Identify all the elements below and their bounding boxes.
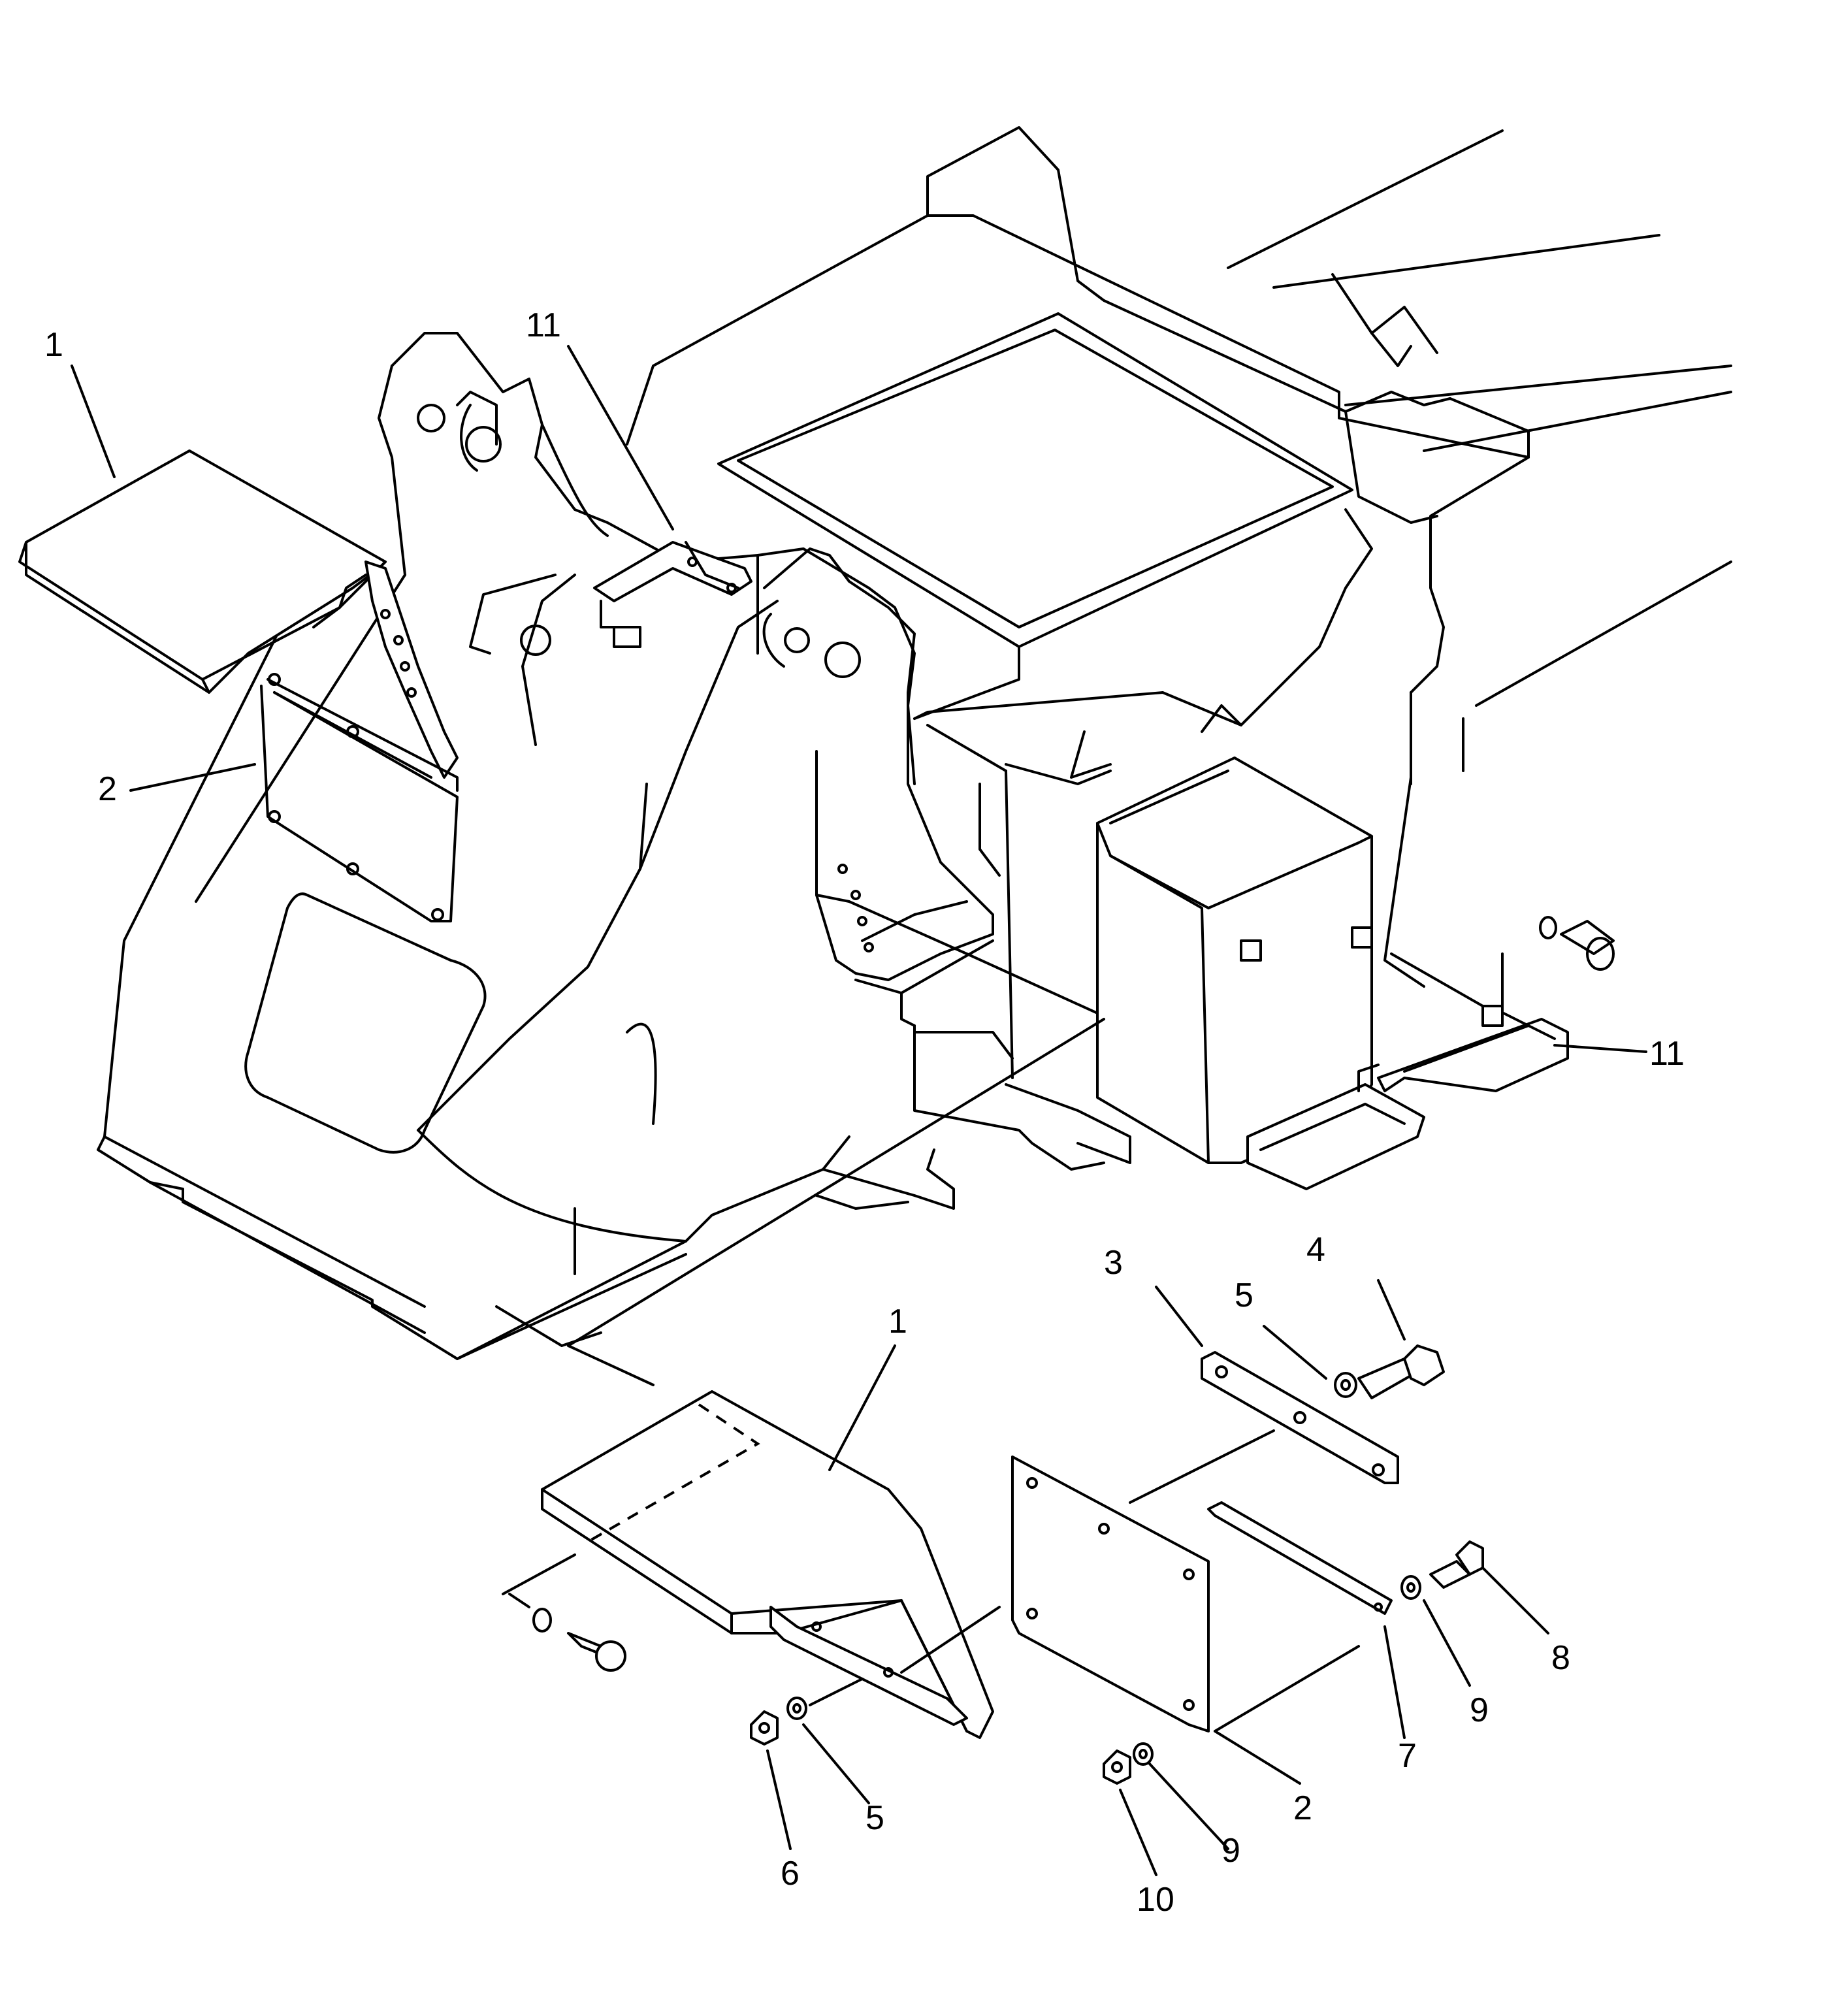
nut-10 bbox=[1103, 1749, 1131, 1785]
callout-6: 6 bbox=[781, 1855, 800, 1893]
bolt-4 bbox=[1357, 1344, 1445, 1399]
tool-box bbox=[1096, 756, 1425, 1190]
nut-6 bbox=[750, 1710, 779, 1746]
callout-1-upper: 1 bbox=[44, 326, 63, 364]
callout-5-lower: 5 bbox=[865, 1799, 884, 1837]
bolt-step-right bbox=[1539, 916, 1615, 971]
washer-9-upper bbox=[1400, 1575, 1421, 1600]
leader-lines bbox=[71, 345, 1647, 1876]
step-right bbox=[1377, 952, 1569, 1092]
mudguard-installed bbox=[260, 673, 459, 922]
fender-exploded bbox=[541, 1390, 994, 1739]
callout-11-upper: 11 bbox=[526, 306, 561, 344]
callout-1-lower: 1 bbox=[888, 1303, 907, 1341]
step-bracket-upper bbox=[593, 541, 752, 648]
mudguard-exploded bbox=[1011, 1455, 1210, 1732]
callout-8: 8 bbox=[1551, 1639, 1570, 1677]
callout-2-upper: 2 bbox=[98, 770, 117, 808]
bar-plate-3 bbox=[1201, 1351, 1399, 1484]
bar-plate-7 bbox=[1207, 1501, 1393, 1615]
callout-10: 10 bbox=[1137, 1881, 1174, 1919]
front-frame bbox=[97, 332, 1131, 1360]
fender-installed bbox=[18, 449, 459, 779]
bolt-8 bbox=[1429, 1540, 1484, 1589]
callout-5-upper: 5 bbox=[1235, 1276, 1253, 1314]
callout-4: 4 bbox=[1306, 1231, 1325, 1269]
callout-11-right: 11 bbox=[1649, 1035, 1685, 1073]
callout-2-lower: 2 bbox=[1293, 1789, 1312, 1827]
washer-9-lower bbox=[1133, 1742, 1154, 1766]
callout-9-lower: 9 bbox=[1221, 1832, 1240, 1870]
callout-7: 7 bbox=[1398, 1737, 1417, 1775]
bolt-fender-left bbox=[532, 1608, 626, 1672]
callout-3: 3 bbox=[1104, 1244, 1123, 1282]
assembly-lines bbox=[502, 1018, 1360, 1732]
callout-labels: 1 11 2 11 3 4 5 1 8 9 7 2 5 9 6 10 bbox=[44, 306, 1685, 1919]
washer-5-upper bbox=[1334, 1372, 1357, 1398]
washer-5-lower bbox=[786, 1697, 807, 1720]
callout-9-upper: 9 bbox=[1470, 1691, 1489, 1729]
rear-frame bbox=[626, 126, 1732, 988]
